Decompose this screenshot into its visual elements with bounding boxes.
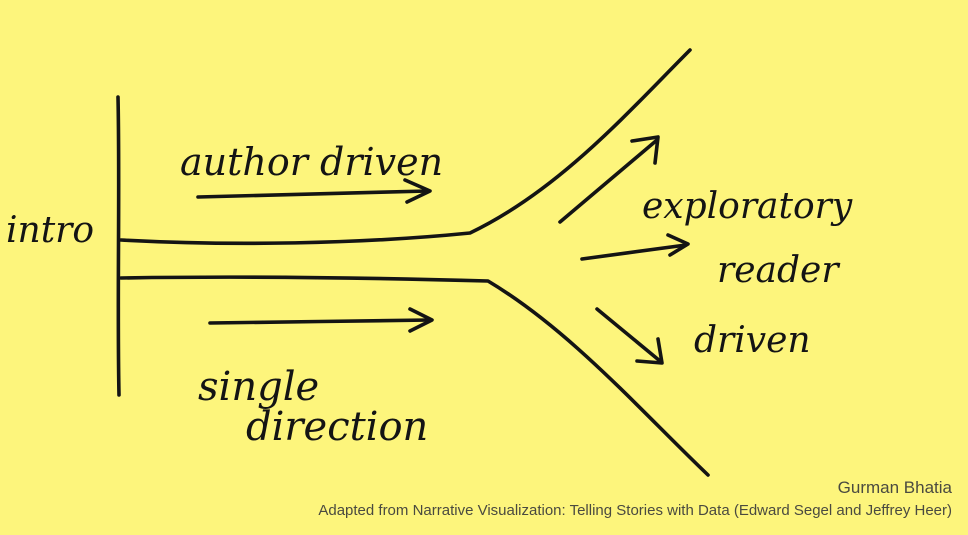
exploratory-arrow-up [558,135,660,224]
credit-source: Adapted from Narrative Visualization: Te… [318,502,952,519]
lower-path-line [119,275,710,477]
single-label: single [198,364,319,410]
author-driven-label: author driven [180,140,443,184]
exploratory-arrow-down [595,307,664,365]
direction-label: direction [246,404,428,450]
intro-vertical-line [116,95,121,397]
exploratory-arrow-middle [580,233,690,261]
credit-author: Gurman Bhatia [837,478,952,497]
driven-label: driven [694,320,811,361]
single-direction-arrow [208,307,434,333]
intro-label: intro [6,210,94,251]
exploratory-label: exploratory [642,186,853,227]
author-driven-arrow [196,178,432,204]
upper-path-line [119,48,692,246]
reader-label: reader [717,250,840,291]
